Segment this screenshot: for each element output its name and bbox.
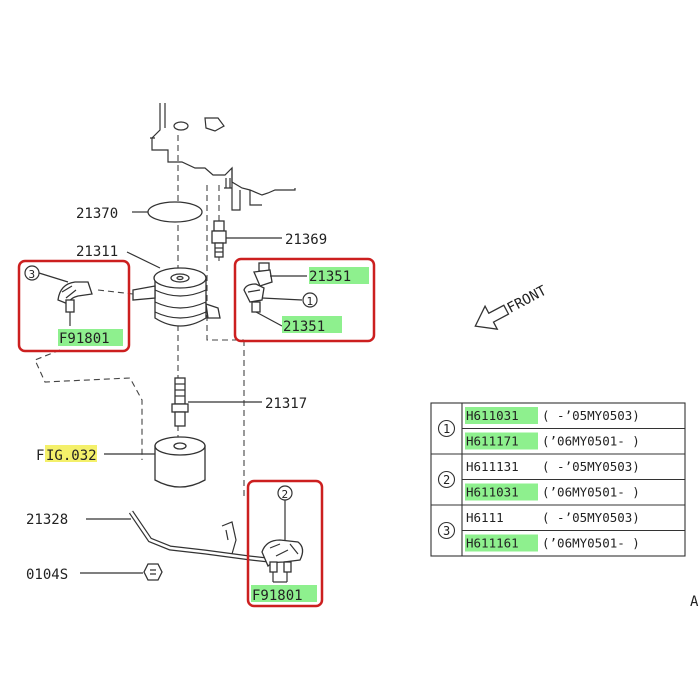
table-model-range: (’06MY0501- ) [542, 434, 640, 449]
hl-f91801-bottom [251, 585, 317, 602]
hl-21351-bottom [282, 316, 342, 333]
engine-rear-flange [231, 168, 262, 211]
engine-block-notch [204, 117, 225, 132]
callout-2-number: 2 [282, 488, 289, 501]
engine-fitting-small [224, 178, 232, 189]
label-fig-highlight: IG.032 [46, 448, 97, 464]
table-model-range: (’06MY0501- ) [542, 536, 640, 551]
table-marker-number: 2 [443, 473, 450, 487]
centerline-hose-route [206, 185, 245, 498]
table-part-highlight [465, 483, 538, 501]
table-part-highlight [465, 407, 538, 424]
label-21317: 21317 [265, 396, 307, 412]
bolt-0104s [143, 563, 163, 581]
label-21311: 21311 [76, 244, 118, 260]
label-f91801-left: F91801 [59, 331, 110, 347]
leader-21351-bottom [255, 311, 283, 327]
front-arrow-icon: FRONT [474, 283, 550, 330]
callout-3-number: 3 [29, 268, 36, 281]
table-marker-number: 3 [443, 524, 450, 538]
table-part-number: H611161 [466, 536, 519, 551]
label-21351-bottom: 21351 [283, 319, 325, 335]
corner-letter: A [690, 594, 699, 610]
oil-filter [154, 436, 206, 488]
label-21351-top: 21351 [309, 269, 351, 285]
table-model-range: (’06MY0501- ) [542, 485, 640, 500]
highlight-box-21351 [233, 257, 376, 343]
table-marker-circle [437, 470, 456, 489]
engine-block-outline [151, 103, 296, 196]
clamp-2-icon [261, 539, 304, 583]
table-marker-circle [437, 419, 456, 438]
highlight-box-clamp-3 [17, 259, 131, 353]
stud-21317 [171, 377, 189, 427]
engine-block-edge [150, 103, 166, 139]
hl-21351-top [309, 267, 369, 284]
valve-21369 [211, 220, 227, 258]
callout-1-number: 1 [307, 295, 314, 308]
pipe-bracket [221, 521, 237, 555]
table-model-range: ( -’05MY0503) [542, 510, 640, 525]
oil-cooler-21311 [132, 267, 221, 327]
hl-f91801-left [58, 329, 123, 346]
table-part-number: H611171 [466, 434, 519, 449]
label-21370: 21370 [76, 206, 118, 222]
label-f91801-bottom: F91801 [252, 588, 303, 604]
leader-callout-3 [38, 272, 69, 283]
table-marker-number: 1 [443, 422, 450, 436]
table-part-highlight [465, 432, 538, 450]
highlight-box-clamp-2 [246, 479, 324, 608]
label-21369: 21369 [285, 232, 327, 248]
hl-fig032 [45, 445, 97, 462]
label-0104s: 0104S [26, 567, 68, 583]
table-part-highlight [465, 534, 538, 552]
pipe-21328-inner [129, 511, 269, 562]
table-part-number: H611031 [466, 408, 519, 423]
table-part-number: H6111 [466, 510, 504, 525]
engine-bolt-hole [173, 121, 189, 131]
label-21328: 21328 [26, 512, 68, 528]
hose-route-left [97, 289, 134, 295]
table-model-range: ( -’05MY0503) [542, 459, 640, 474]
clamp-21351-upper [243, 262, 273, 313]
table-part-number: H611131 [466, 459, 519, 474]
svg-text:FRONT: FRONT [505, 283, 550, 317]
table-marker-circle [437, 521, 456, 540]
table-model-range: ( -’05MY0503) [542, 408, 640, 423]
clamp-3-icon [57, 281, 93, 326]
oring-21370 [147, 201, 203, 223]
callout-1-circle [302, 292, 318, 308]
hose-route-lower-left [34, 349, 143, 460]
leader-21311 [126, 251, 161, 269]
table-part-number: H611031 [466, 485, 519, 500]
label-fig-prefix: F [36, 448, 44, 464]
leader-callout-1 [261, 297, 303, 301]
